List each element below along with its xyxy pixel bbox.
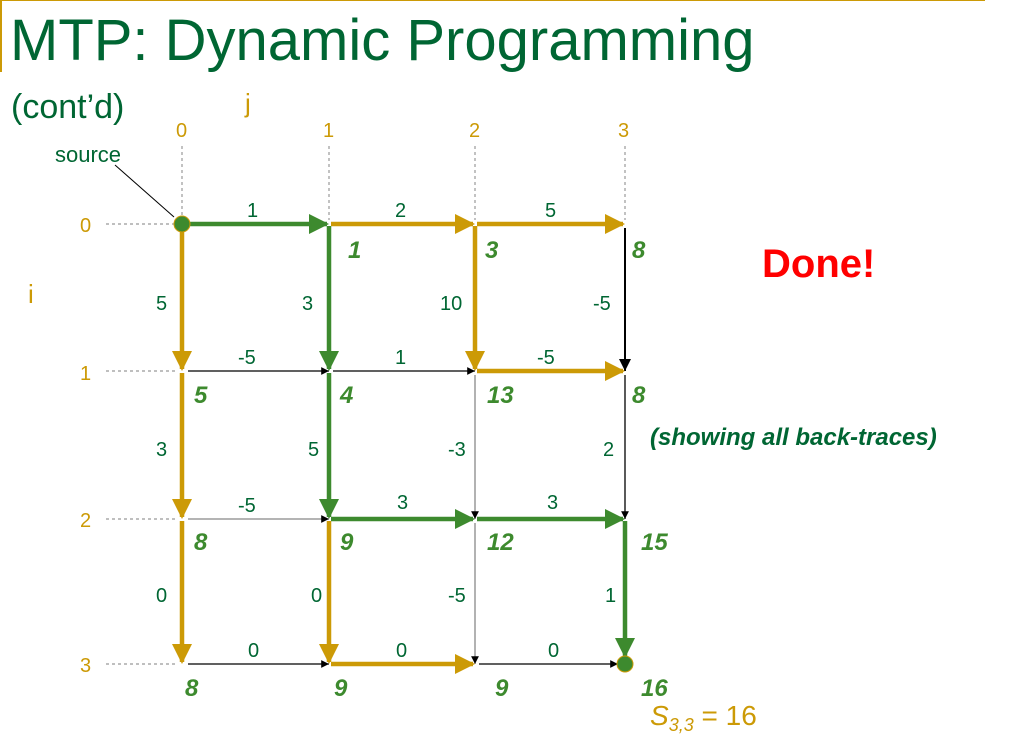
final-score-symbol: S	[650, 700, 669, 731]
h-weight-3-1: 0	[396, 640, 407, 662]
backtrace-note: (showing all back-traces)	[650, 424, 937, 451]
v-weight-2-2: -5	[448, 585, 466, 607]
green-backtrace-edges	[188, 213, 636, 659]
h-weight-0-1: 2	[395, 200, 406, 222]
score-0-3: 8	[632, 237, 646, 264]
v-weight-1-3: 2	[603, 439, 614, 461]
slide-frame-top	[0, 0, 985, 1]
v-weight-0-2: 10	[440, 293, 462, 315]
row-label-0: 0	[80, 215, 91, 237]
h-weight-3-0: 0	[248, 640, 259, 662]
final-score-subscript: 3,3	[668, 715, 694, 735]
axis-i-label: i	[28, 279, 34, 309]
score-1-1: 4	[339, 382, 353, 409]
score-3-2: 9	[495, 675, 509, 702]
v-weight-0-0: 5	[156, 293, 167, 315]
score-0-1: 1	[348, 237, 361, 264]
gold-backtrace-edges	[171, 213, 626, 675]
col-label-0: 0	[176, 120, 187, 142]
row-label-3: 3	[80, 655, 91, 677]
h-weight-1-0: -5	[238, 347, 256, 369]
slide-subtitle: (cont’d)	[11, 88, 125, 126]
v-weight-2-3: 1	[605, 585, 616, 607]
h-weight-0-0: 1	[247, 200, 258, 222]
score-0-2: 3	[485, 237, 499, 264]
score-1-2: 13	[487, 382, 514, 409]
score-2-2: 12	[487, 529, 514, 556]
col-label-2: 2	[469, 120, 480, 142]
slide-frame-left	[0, 0, 2, 72]
h-weight-2-2: 3	[547, 492, 558, 514]
score-2-1: 9	[340, 529, 354, 556]
col-label-3: 3	[618, 120, 629, 142]
v-weight-0-3: -5	[593, 293, 611, 315]
guide-lines	[106, 146, 626, 665]
axis-j-label: j	[244, 88, 251, 118]
source-node	[173, 215, 191, 233]
h-weight-1-1: 1	[395, 347, 406, 369]
final-score: S3,3 = 16	[650, 700, 757, 736]
v-weight-2-1: 0	[311, 585, 322, 607]
v-weight-1-0: 3	[156, 439, 167, 461]
score-2-0: 8	[194, 529, 208, 556]
h-weight-3-2: 0	[548, 640, 559, 662]
done-banner: Done!	[762, 242, 876, 286]
h-weight-0-2: 5	[545, 200, 556, 222]
h-weight-2-1: 3	[397, 492, 408, 514]
source-label: source	[55, 142, 121, 167]
final-score-value: = 16	[701, 700, 757, 731]
score-2-3: 15	[641, 529, 668, 556]
h-weight-1-2: -5	[537, 347, 555, 369]
score-1-3: 8	[632, 382, 646, 409]
v-weight-0-1: 3	[302, 293, 313, 315]
score-3-3: 16	[641, 675, 668, 702]
row-label-1: 1	[80, 363, 91, 385]
score-1-0: 5	[194, 382, 208, 409]
v-weight-2-0: 0	[156, 585, 167, 607]
col-label-1: 1	[323, 120, 334, 142]
source-pointer	[114, 164, 175, 218]
sink-node	[616, 655, 634, 673]
score-3-1: 9	[334, 675, 348, 702]
h-weight-2-0: -5	[238, 495, 256, 517]
slide-title: MTP: Dynamic Programming	[10, 8, 755, 73]
thin-edges	[188, 228, 631, 668]
score-3-0: 8	[185, 675, 199, 702]
row-label-2: 2	[80, 510, 91, 532]
v-weight-1-2: -3	[448, 439, 466, 461]
v-weight-1-1: 5	[308, 439, 319, 461]
